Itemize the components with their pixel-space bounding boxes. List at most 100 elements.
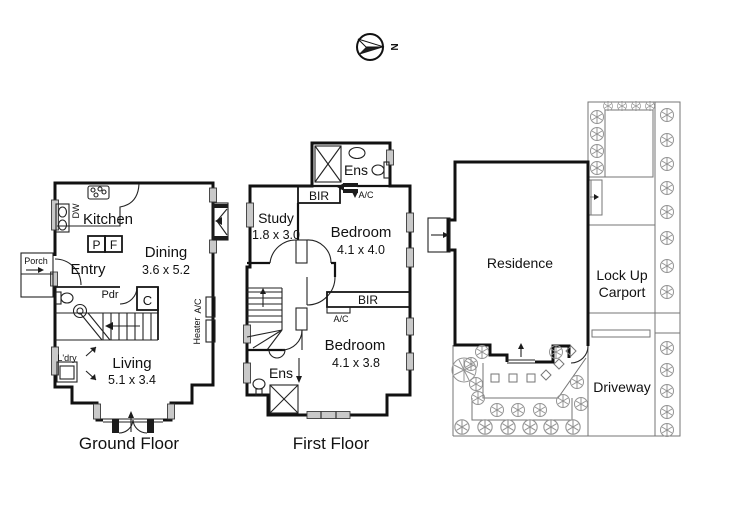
tree-icon [631,101,641,111]
tree-icon [590,110,604,124]
tree-icon [660,231,674,245]
ac-unit [205,296,216,318]
door-arc [306,239,332,264]
bir-mid-box [326,291,411,308]
basin-icon [268,349,286,359]
ground-outer-wall-left [53,286,103,422]
window [51,199,59,231]
window [167,403,175,420]
tree-icon [464,357,478,371]
stair-arrow-icon [105,322,113,330]
tree-icon [490,403,504,417]
ac-top-label: A/C [358,190,374,200]
tree-icon [660,341,674,355]
tree-icon [454,419,470,435]
pdr-door-arc [119,286,138,305]
tree-icon [617,101,627,111]
window [243,362,251,384]
heater-label: Heater [192,317,202,344]
ac-unit-mid [326,306,351,314]
residence-rear-door [507,343,535,364]
porch-label: Porch [24,256,48,266]
study-label: Study [258,210,294,226]
window [243,324,251,344]
window [406,212,414,233]
study-size: 1.8 x 3.0 [252,228,300,242]
tree-icon [660,108,674,122]
wall-stub [295,239,308,264]
tree-icon [660,423,674,437]
residence-porch [427,217,451,253]
door-arc [570,345,589,364]
driveway-label: Driveway [593,379,651,395]
compass-arrow-outline [357,38,385,48]
tree-icon [660,363,674,377]
ac-mid-label: A/C [333,314,349,324]
window [406,352,414,371]
door-swing-arrow-icon [90,347,96,353]
bir-top-label: BIR [309,189,329,203]
residence-wall [446,160,590,362]
shower-icon [314,145,342,183]
site-plan: Residence Lock Up Carport Driveway [427,101,681,437]
driveway-crossover [591,329,651,338]
door-swing-arrow-icon [90,374,96,380]
tree-icon [556,394,570,408]
paver-icon [553,358,565,370]
entry-label: Entry [70,261,106,278]
wall-stub [295,307,308,331]
window [50,271,58,287]
tree-icon [475,345,489,359]
compass-arrow-solid [358,47,384,55]
tree-icon [590,161,604,175]
kitchen-label: Kitchen [83,211,133,228]
window [209,187,217,203]
tree-icon [660,133,674,147]
window [93,403,101,420]
fridge-box [104,235,123,253]
laundry-label: L'dry [57,353,77,363]
pedestal-basin-icon [252,378,266,397]
basin-icon [72,303,88,319]
heater-unit [205,319,216,343]
washer-icon [56,361,78,383]
door-arc [269,239,297,264]
window [406,317,414,336]
stove-icon [87,185,110,200]
tree-icon [543,419,559,435]
window [406,247,414,268]
tree-icon [511,403,525,417]
bir-top-box [297,185,341,204]
hall-wall [331,261,337,277]
tree-icon [590,144,604,158]
door-arc [306,276,336,306]
tree-icon [660,181,674,195]
paver-icon [565,345,577,357]
entry-arrow-icon [443,232,449,238]
north-label: N [388,43,399,50]
tree-icon [660,285,674,299]
living-size: 5.1 x 3.4 [108,373,156,387]
tree-icon [477,419,493,435]
toilet-icon [55,291,74,305]
ens-top-label: Ens [344,162,368,178]
fridge-label: F [110,238,117,252]
fireplace-icon [212,202,229,241]
kitchen-sink-icon [55,203,70,233]
ens-bottom-label: Ens [269,365,293,381]
entry-direction-arrow-icon [128,411,134,418]
window [209,239,217,254]
bedroom-rear-label: Bedroom [331,224,392,241]
tree-icon [549,345,563,359]
tree-icon [570,375,584,389]
bedroom-front-size: 4.1 x 3.8 [332,356,380,370]
ground-floor-plan: A/C Heater DW P F Kitchen Porch [20,181,229,453]
paver-icon [540,369,552,381]
tree-icon [533,403,547,417]
pantry-label: P [92,238,100,252]
tree-icon [660,157,674,171]
stair-arrow-icon [260,288,266,294]
tree-icon [660,384,674,398]
window [386,149,394,166]
dishwasher-label: DW [71,203,81,218]
